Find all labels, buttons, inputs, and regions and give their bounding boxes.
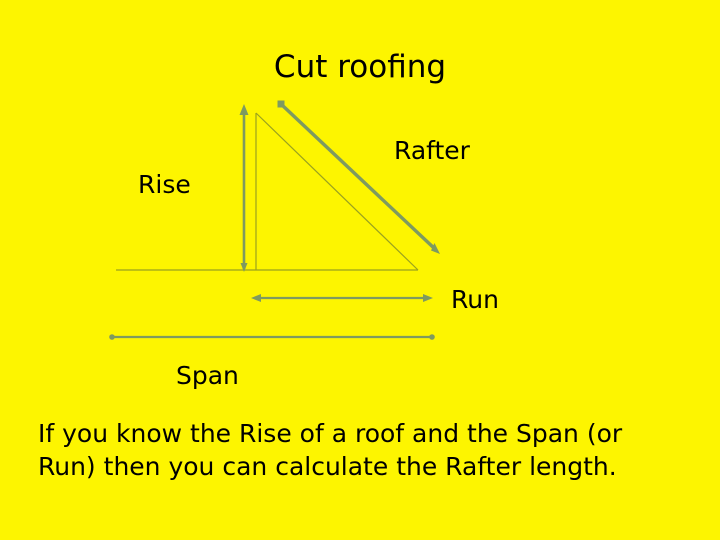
- rise-arrow: [239, 104, 249, 272]
- body-text-block: If you know the Rise of a roof and the S…: [38, 417, 686, 483]
- run-arrowhead-right: [423, 294, 433, 302]
- page-title: Cut roofing: [273, 49, 447, 85]
- body-text-line-1: If you know the Rise of a roof and the S…: [38, 419, 623, 448]
- rafter-arrowhead-end: [431, 243, 440, 254]
- rafter-arrow-shaft: [280, 103, 437, 251]
- rafter-arrow: [277, 100, 440, 254]
- run-arrow: [251, 294, 433, 302]
- span-endpoint-left: [109, 334, 115, 340]
- diagram-label-run: Run: [451, 285, 499, 314]
- diagram-label-span: Span: [176, 361, 239, 390]
- diagram-label-rafter: Rafter: [394, 136, 470, 165]
- diagram-label-rise: Rise: [138, 170, 191, 199]
- rafter-arrow-start-cap: [277, 100, 285, 108]
- span-endpoint-right: [429, 334, 435, 340]
- span-line: [109, 334, 435, 340]
- body-text-line-2: Run) then you can calculate the Rafter l…: [38, 452, 617, 481]
- run-arrowhead-left: [251, 294, 261, 302]
- rise-arrowhead-bottom: [240, 263, 248, 272]
- rise-arrowhead-top: [239, 104, 249, 115]
